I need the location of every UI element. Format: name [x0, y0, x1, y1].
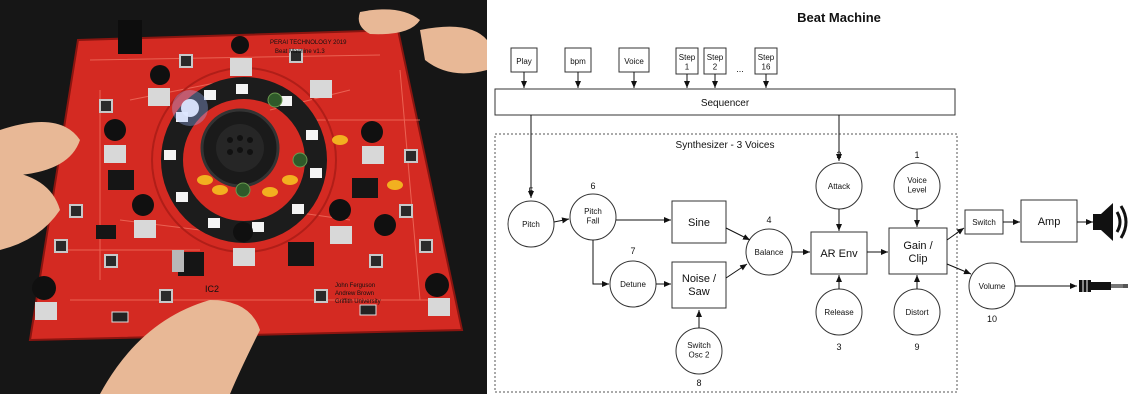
pitch-node [507, 200, 555, 248]
attack-label: Attack [828, 182, 851, 191]
noise-saw-label: Noise /Saw [682, 273, 717, 298]
gain-clip-label: Gain /Clip [903, 240, 933, 265]
voice-level-number: 1 [914, 150, 919, 160]
audio-jack-icon [1079, 280, 1128, 292]
voice-label: Voice [624, 57, 644, 66]
pcb-credit-2: Andrew Brown [335, 291, 374, 297]
ar-env-box [810, 231, 868, 275]
steps-ellipsis: ... [736, 64, 744, 74]
sequencer-box [494, 88, 956, 116]
release-number: 3 [836, 342, 841, 352]
pcb-traces [60, 54, 440, 301]
noise-saw-box [671, 261, 727, 309]
led-array [164, 84, 322, 232]
switch-label: Switch [972, 218, 996, 227]
slide-switches [111, 304, 377, 323]
release-label: Release [824, 308, 854, 317]
ar-env-label: AR Env [820, 248, 858, 260]
silkscreen-text: PERAI TECHNOLOGY 2019 Beat Machine v1.3 … [205, 40, 381, 305]
distort-number: 9 [914, 342, 919, 352]
pcb-title: PERAI TECHNOLOGY 2019 [270, 40, 347, 46]
sine-box [671, 200, 727, 244]
volume-number: 10 [987, 314, 997, 324]
pitch-fall-number: 6 [590, 181, 595, 191]
speaker-holes [227, 135, 253, 155]
left-finger [0, 170, 60, 250]
balance-label: Balance [755, 248, 784, 257]
led-glow [172, 90, 208, 126]
right-finger-top [358, 9, 420, 35]
sine-label: Sine [688, 217, 710, 229]
play-label: Play [516, 57, 532, 66]
balance-number: 4 [766, 215, 771, 225]
hands [0, 9, 487, 394]
regulator [172, 250, 184, 272]
pcb-subtitle: Beat Machine v1.3 [275, 49, 325, 55]
switch-osc2-number: 8 [696, 378, 701, 388]
diagram-title: Beat Machine [797, 10, 881, 25]
bottom-hand [100, 300, 260, 394]
speaker-icon [1093, 203, 1128, 241]
bpm-box [564, 47, 592, 73]
pcb-photo-svg: PERAI TECHNOLOGY 2019 Beat Machine v1.3 … [0, 0, 487, 394]
distort-label: Distort [905, 308, 929, 317]
left-thumb [0, 122, 80, 180]
pcb-ic-label: IC2 [205, 284, 219, 294]
bpm-label: bpm [570, 57, 586, 66]
volume-label: Volume [979, 282, 1006, 291]
knobs [32, 36, 450, 320]
gain-clip-box [888, 227, 948, 275]
right-finger [420, 26, 487, 74]
dc-jack [118, 20, 142, 54]
detune-label: Detune [620, 280, 646, 289]
detune-number: 7 [630, 246, 635, 256]
push-buttons [54, 49, 433, 303]
capacitors [197, 135, 403, 197]
sequencer-label: Sequencer [701, 98, 750, 109]
synth-label: Synthesizer - 3 Voices [676, 140, 775, 151]
amp-label: Amp [1038, 216, 1061, 228]
electrolytic-caps [235, 92, 308, 198]
amp-box [1020, 199, 1078, 243]
pcb-photo: PERAI TECHNOLOGY 2019 Beat Machine v1.3 … [0, 0, 487, 394]
pcb-credit-1: John Ferguson [335, 283, 375, 289]
lit-led [181, 99, 199, 117]
pitch-label: Pitch [522, 220, 540, 229]
pcb-credit-3: Griffith University [335, 299, 381, 305]
